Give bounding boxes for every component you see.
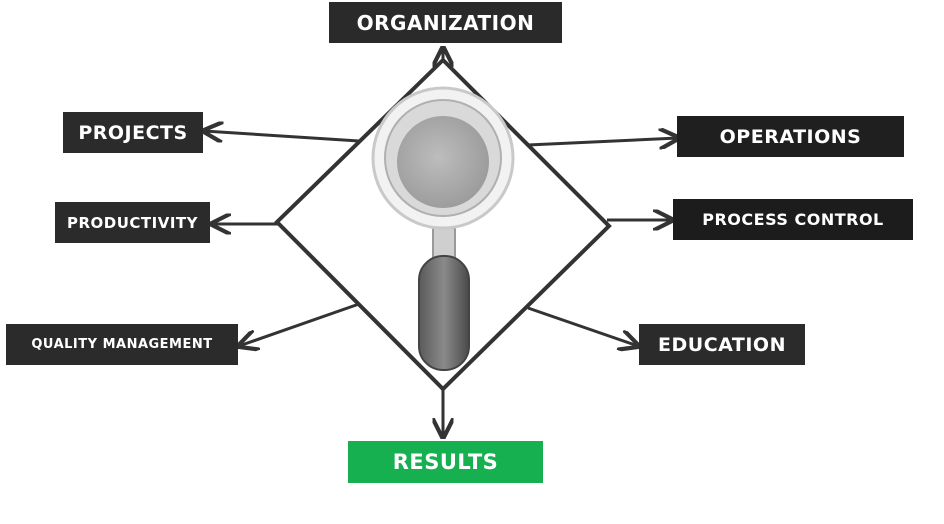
arrow-projects	[204, 131, 360, 141]
label-results: RESULTS	[348, 441, 543, 483]
arrow-operations	[527, 138, 678, 145]
arrow-quality-management	[239, 302, 360, 346]
label-quality-management: QUALITY MANAGEMENT	[6, 324, 238, 365]
label-organization: ORGANIZATION	[329, 2, 562, 43]
connector-arrows	[204, 48, 678, 437]
label-projects: PROJECTS	[63, 112, 203, 153]
label-education: EDUCATION	[639, 324, 805, 365]
label-productivity: PRODUCTIVITY	[55, 202, 210, 243]
label-process-control: PROCESS CONTROL	[673, 199, 913, 240]
center-diamond	[274, 57, 612, 392]
label-operations: OPERATIONS	[677, 116, 904, 157]
arrow-education	[527, 306, 638, 346]
magnifying-glass-icon	[371, 86, 515, 371]
